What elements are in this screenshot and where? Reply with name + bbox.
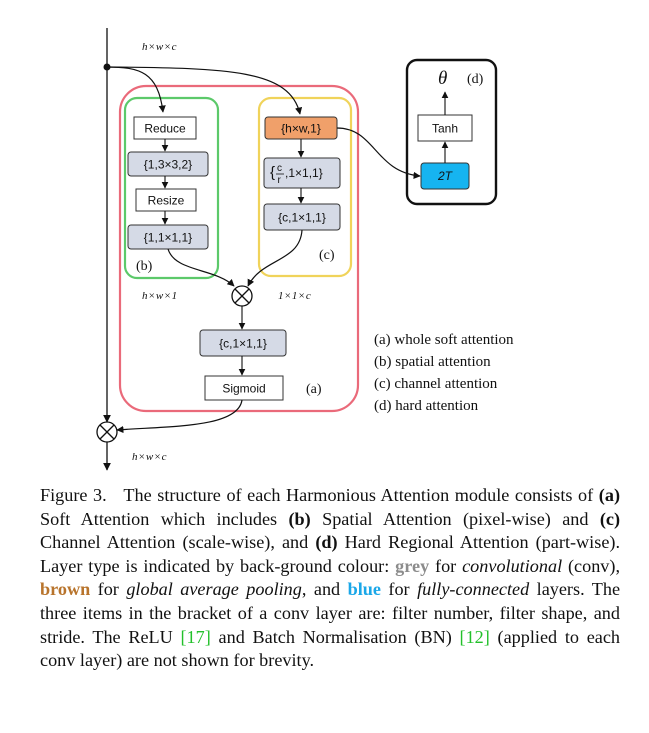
caption-ref-b: (b)	[288, 508, 311, 529]
figure-caption: Figure 3. The structure of each Harmonio…	[40, 484, 620, 673]
citation-link[interactable]: [12]	[459, 626, 490, 647]
figure-diagram: h×w×c Reduce {1,3×3,2} Resize {1,1×1,1} …	[96, 28, 514, 471]
reduce-label: Reduce	[144, 122, 186, 136]
soft-label: (a)	[306, 382, 322, 397]
channel-to-mul	[247, 229, 303, 287]
soft-attention-border	[118, 84, 360, 413]
tanh-label: Tanh	[432, 122, 458, 136]
caption-text: for	[435, 555, 457, 576]
spatial-conv2-label: {1,1×1,1}	[144, 231, 192, 245]
caption-ref-a: (a)	[598, 485, 621, 505]
caption-text: Soft Attention which includes	[40, 508, 278, 529]
caption-ref-c: (c)	[599, 508, 621, 529]
citation-link[interactable]: [17]	[180, 626, 211, 647]
channel-conv2-label: {c,1×1,1}	[278, 211, 326, 225]
caption-text: for	[388, 579, 410, 600]
channel-conv1-num: c	[277, 163, 282, 174]
channel-conv1-box	[263, 157, 341, 189]
input-dim: h×w×c	[142, 41, 177, 53]
caption-lead: Figure 3.	[40, 485, 107, 505]
caption-brown-word: brown	[40, 579, 91, 600]
output-dim: h×w×c	[132, 451, 167, 463]
spatial-conv1-box	[127, 151, 209, 177]
spatial-to-mul	[167, 248, 235, 287]
soft-conv-label: {c,1×1,1}	[219, 337, 267, 351]
channel-conv1-open: {	[270, 164, 275, 181]
tanh-box	[417, 114, 473, 142]
caption-text: The structure of each Harmonious Attenti…	[123, 485, 594, 505]
channel-attention-border	[257, 96, 353, 278]
legend-item-a: (a) whole soft attention	[374, 332, 514, 348]
pool-to-fc	[336, 127, 421, 180]
caption-ref-d: (d)	[315, 532, 338, 553]
caption-text: , and	[301, 579, 341, 600]
resize-box	[135, 188, 197, 212]
caption-text: Channel Attention (scale-wise), and	[40, 532, 309, 553]
caption-text: layers. The three items in the bracket o…	[40, 579, 621, 647]
legend: (a) whole soft attention (b) spatial att…	[374, 332, 514, 414]
caption-text: and Batch Normalisation (BN)	[218, 626, 452, 647]
spatial-dim: h×w×1	[142, 290, 178, 302]
hard-attention-border	[405, 58, 498, 206]
pool-label: {h×w,1}	[281, 122, 321, 136]
soft-conv-box	[199, 329, 287, 357]
sigmoid-box	[204, 375, 284, 401]
spatial-attention-border	[123, 96, 220, 280]
hard-label: (d)	[467, 72, 484, 87]
caption-text: for	[97, 579, 119, 600]
sigmoid-label: Sigmoid	[222, 382, 265, 396]
legend-item-d: (d) hard attention	[374, 398, 479, 414]
channel-dim: 1×1×c	[278, 290, 311, 302]
split-to-channel	[106, 66, 303, 115]
channel-branch-label: (c)	[319, 248, 335, 263]
legend-item-b: (b) spatial attention	[374, 354, 491, 370]
sigmoid-to-output	[116, 399, 243, 434]
fc-label: 2T	[437, 169, 454, 183]
caption-text: (conv),	[567, 555, 620, 576]
caption-gap-term: global average pooling	[126, 579, 302, 600]
caption-text: Hard Regional Attention (part-wise). Lay…	[40, 532, 620, 576]
spatial-conv1-label: {1,3×3,2}	[144, 158, 192, 172]
caption-fc-term: fully-connected	[417, 579, 530, 600]
caption-text: Spatial Attention (pixel-wise) and	[322, 508, 589, 529]
theta-label: θ	[438, 68, 447, 89]
caption-blue-word: blue	[347, 579, 381, 600]
caption-grey-word: grey	[395, 555, 430, 576]
spatial-branch-label: (b)	[136, 259, 153, 274]
caption-text: (applied to each conv layer) are not sho…	[40, 626, 621, 671]
legend-item-c: (c) channel attention	[374, 376, 498, 392]
caption-conv-term: convolutional	[462, 555, 563, 576]
resize-label: Resize	[148, 194, 185, 208]
channel-conv1-rest: ,1×1,1}	[285, 166, 323, 180]
channel-conv1-den: r	[278, 175, 282, 186]
